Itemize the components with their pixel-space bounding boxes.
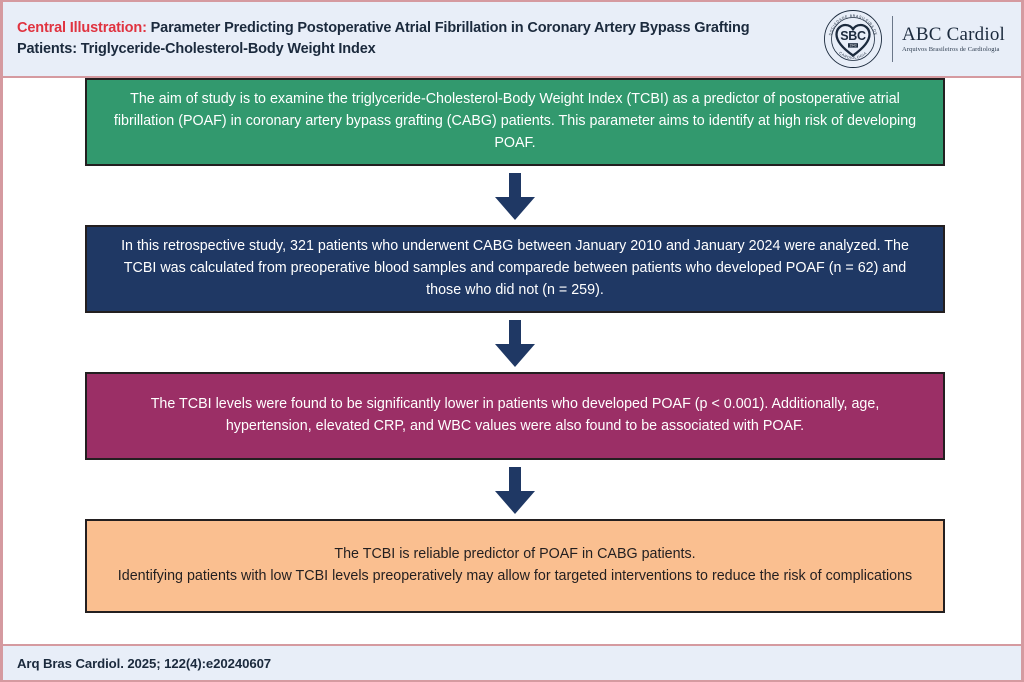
arrow-down-icon bbox=[495, 467, 535, 514]
sbc-seal-icon: SOCIEDADE BRASILEIRA DE CARDIOLOGIA SBC … bbox=[823, 9, 883, 69]
citation-text: Arq Bras Cardiol. 2025; 122(4):e20240607 bbox=[17, 655, 272, 671]
svg-text:1943: 1943 bbox=[849, 44, 856, 48]
flow-box-methods: In this retrospective study, 321 patient… bbox=[85, 225, 945, 313]
flow-box-aim-text: The aim of study is to examine the trigl… bbox=[113, 91, 917, 151]
flow-box-conclusion-text: The TCBI is reliable predictor of POAF i… bbox=[117, 546, 913, 584]
flow-arrow-3 bbox=[3, 467, 1021, 515]
page-title-text: Parameter Predicting Postoperative Atria… bbox=[17, 19, 750, 57]
footer-bar: Arq Bras Cardiol. 2025; 122(4):e20240607 bbox=[3, 644, 1021, 680]
flow-arrow-2 bbox=[3, 320, 1021, 368]
arrow-down-icon bbox=[495, 173, 535, 220]
header-bar: Central Illustration: Parameter Predicti… bbox=[3, 2, 1021, 78]
flow-box-results-text: The TCBI levels were found to be signifi… bbox=[150, 396, 880, 434]
flow-box-conclusion: The TCBI is reliable predictor of POAF i… bbox=[85, 519, 945, 613]
flow-diagram: The aim of study is to examine the trigl… bbox=[3, 78, 1021, 644]
journal-subtitle: Arquivos Brasileiros de Cardiologia bbox=[901, 45, 1000, 53]
svg-text:SBC: SBC bbox=[840, 29, 866, 43]
journal-logo: SOCIEDADE BRASILEIRA DE CARDIOLOGIA SBC … bbox=[823, 9, 1013, 69]
journal-name-block: ABC Cardiol Arquivos Brasileiros de Card… bbox=[902, 25, 1005, 54]
flow-box-methods-text: In this retrospective study, 321 patient… bbox=[121, 238, 909, 298]
central-illustration-label: Central Illustration: bbox=[17, 19, 147, 36]
arrow-down-icon bbox=[495, 320, 535, 367]
page-title: Central Illustration: Parameter Predicti… bbox=[17, 18, 823, 61]
flow-box-aim: The aim of study is to examine the trigl… bbox=[85, 78, 945, 166]
flow-arrow-1 bbox=[3, 173, 1021, 221]
flow-box-results: The TCBI levels were found to be signifi… bbox=[85, 372, 945, 460]
logo-divider bbox=[891, 16, 893, 62]
journal-title: ABC Cardiol bbox=[901, 23, 1005, 45]
